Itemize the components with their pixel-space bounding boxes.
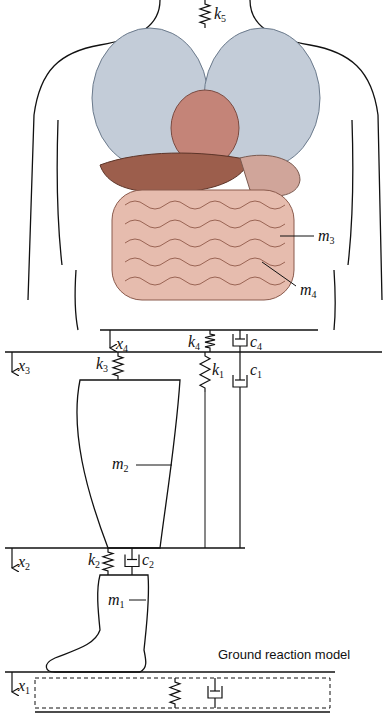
thigh-outline	[77, 380, 180, 548]
organs	[92, 28, 320, 300]
parameter-symbol: k2	[88, 552, 100, 570]
parameter-symbol: m1	[108, 592, 125, 610]
damper-piston	[235, 338, 245, 339]
ground-model-box	[35, 678, 330, 708]
damper-cylinder	[125, 555, 139, 567]
parameter-symbol: k1	[212, 362, 224, 380]
intestine-fold	[125, 201, 285, 209]
parameter-symbol: c4	[250, 334, 262, 352]
parameter-symbol: c2	[142, 552, 154, 570]
leader-lines	[129, 236, 314, 600]
damper-cylinder	[233, 375, 247, 387]
intestine-fold	[125, 239, 285, 247]
caption-label: Ground reaction model	[218, 648, 350, 661]
parameter-symbol: k4	[188, 334, 200, 352]
damper-cylinder	[233, 334, 247, 346]
parameter-symbol: c1	[250, 362, 262, 380]
spring-symbol	[103, 548, 113, 575]
damper-rod	[239, 330, 240, 339]
damper-cylinder	[208, 686, 222, 698]
mass-bars	[5, 330, 382, 712]
damper-piston	[210, 690, 220, 691]
damper-rod	[239, 352, 240, 380]
damper-rod	[239, 346, 240, 352]
damper-piston	[235, 379, 245, 380]
damper-rod	[214, 678, 215, 691]
torso-outline	[28, 0, 382, 330]
parameter-symbol: x2	[18, 554, 30, 572]
damper-rod	[131, 567, 132, 576]
lower-leg-outline	[46, 575, 148, 672]
damper-rod	[239, 387, 240, 548]
intestine-fold	[125, 220, 285, 228]
damper-rod	[214, 698, 215, 708]
parameter-symbol: k3	[96, 356, 108, 374]
parameter-symbol: x3	[18, 358, 30, 376]
damper-piston	[127, 559, 137, 560]
intestine-fold	[125, 258, 285, 266]
parameter-symbol: m3	[318, 228, 335, 246]
spring-symbol	[170, 678, 180, 708]
spring-symbol	[200, 352, 210, 392]
intestine-fold	[125, 277, 285, 285]
parameter-symbol: m4	[300, 282, 317, 300]
spring-symbol	[200, 0, 210, 28]
parameter-symbol: x4	[116, 336, 128, 354]
parameter-symbol: m2	[112, 456, 129, 474]
spring-symbol	[113, 352, 123, 380]
displacement-arrows	[12, 330, 110, 692]
damper-rod	[131, 548, 132, 560]
spring-symbol	[205, 330, 215, 352]
parameter-symbol: k5	[214, 6, 226, 24]
parameter-symbol: x1	[18, 678, 30, 696]
